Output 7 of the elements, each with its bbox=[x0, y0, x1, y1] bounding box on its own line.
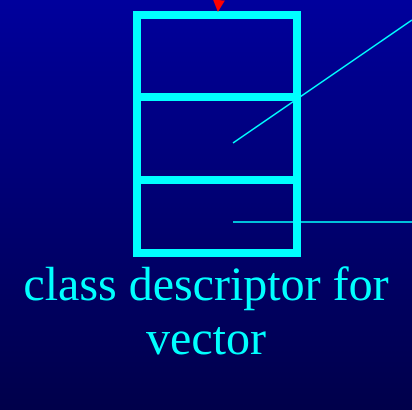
class-slot bbox=[133, 11, 301, 101]
arrow bbox=[212, 0, 225, 12]
leader-line bbox=[233, 221, 412, 223]
leader-line bbox=[232, 19, 412, 144]
class-slot bbox=[133, 184, 301, 257]
class-slot bbox=[133, 101, 301, 184]
caption-text: class descriptor for vector bbox=[22, 258, 390, 366]
